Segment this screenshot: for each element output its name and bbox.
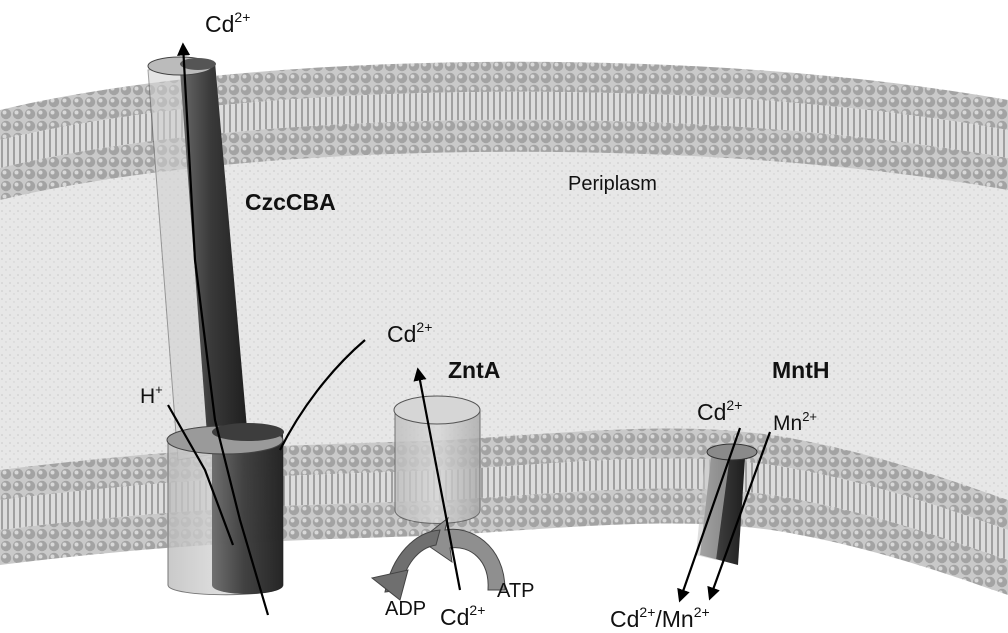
mnth-label: MntH	[772, 357, 829, 383]
znta-label: ZntA	[448, 357, 500, 383]
znta-protein	[394, 396, 480, 524]
periplasm-label: Periplasm	[568, 173, 657, 195]
czccba-label: CzcCBA	[245, 189, 336, 215]
adp-label: ADP	[385, 598, 426, 620]
atp-label: ATP	[497, 580, 534, 602]
